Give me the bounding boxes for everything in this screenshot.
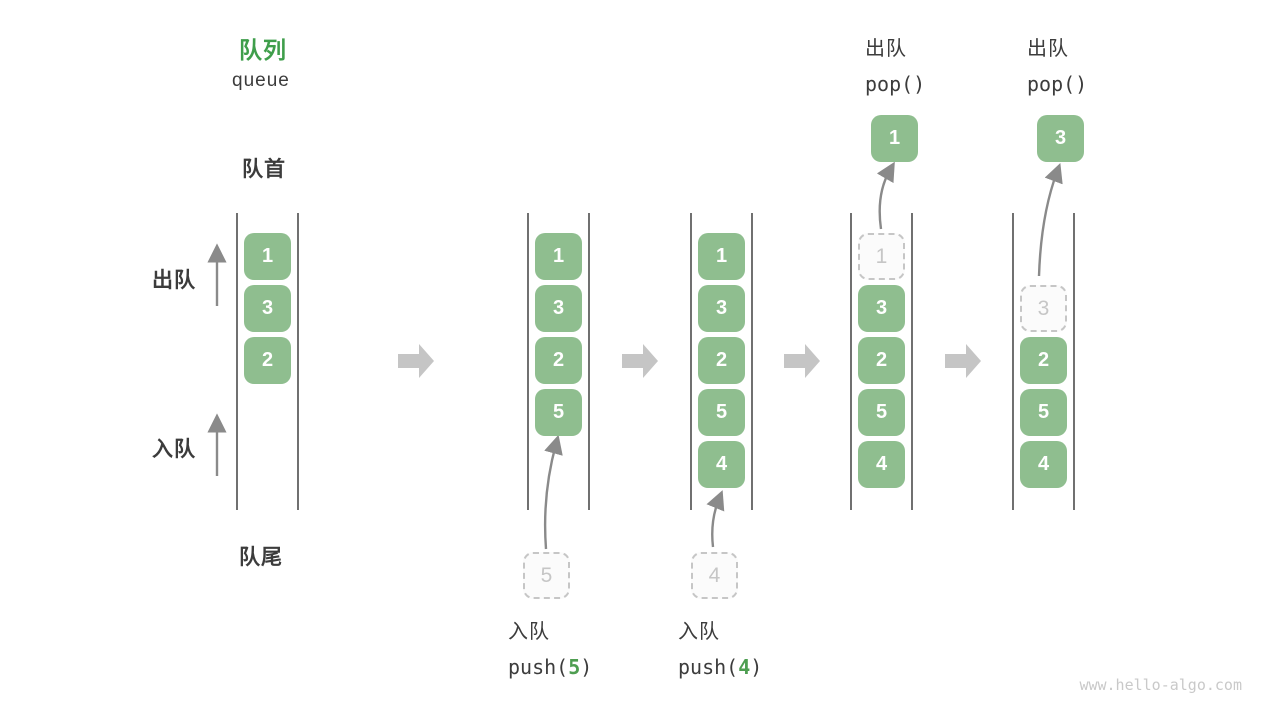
operation-label-4: 出队 pop() [1027, 32, 1087, 96]
page-title: 队列 [239, 37, 287, 63]
right-block-arrow-icon [784, 344, 820, 378]
queue-cell-q1-s0: 1 [244, 233, 291, 280]
right-block-arrow-icon [398, 344, 434, 378]
queue-cell-q4-s4: 4 [858, 441, 905, 488]
queue-cell-q4-s1: 3 [858, 285, 905, 332]
operation-zh-label: 入队 [508, 621, 550, 643]
queue-cell-q4-s2: 2 [858, 337, 905, 384]
label-enqueue-side: 入队 [152, 438, 196, 461]
queue-cell-ghost-insert-q2: 5 [523, 552, 570, 599]
queue-cell-q3-s4: 4 [698, 441, 745, 488]
operation-code-text: pop() [865, 72, 926, 96]
page-subtitle: queue [232, 70, 290, 91]
queue-cell-q1-s1: 3 [244, 285, 291, 332]
queue-cell-q1-s2: 2 [244, 337, 291, 384]
push-5-arrow-icon [543, 434, 563, 550]
operation-code-label: push(5) [508, 655, 592, 679]
operation-label-1: 入队 push(5) [508, 615, 592, 679]
operation-code-text: push( [508, 655, 569, 679]
label-dequeue-side: 出队 [152, 269, 196, 292]
queue-cell-ghost-q4-s0: 1 [858, 233, 905, 280]
queue-cell-q2-s1: 3 [535, 285, 582, 332]
pop-1-arrow-icon [876, 161, 895, 230]
operation-code-label: push(4) [678, 655, 762, 679]
operation-code-label: pop() [865, 72, 925, 96]
queue-cell-q2-s0: 1 [535, 233, 582, 280]
queue-cell-q5-s2: 2 [1020, 337, 1067, 384]
label-queue-front: 队首 [242, 158, 286, 181]
queue-cell-q3-s3: 5 [698, 389, 745, 436]
operation-code-label: pop() [1027, 72, 1087, 96]
queue-cell-q5-s4: 4 [1020, 441, 1067, 488]
push-4-arrow-icon [706, 490, 725, 548]
queue-cell-q4-s3: 5 [858, 389, 905, 436]
operation-label-3: 出队 pop() [865, 32, 925, 96]
queue-cell-q2-s3: 5 [535, 389, 582, 436]
operation-label-2: 入队 push(4) [678, 615, 762, 679]
queue-cell-q2-s2: 2 [535, 337, 582, 384]
queue-cell-q3-s0: 1 [698, 233, 745, 280]
pop-3-arrow-icon [1037, 163, 1063, 277]
operation-zh-label: 入队 [678, 621, 720, 643]
watermark: www.hello-algo.com [1079, 676, 1242, 694]
queue-cell-popped-q5: 3 [1037, 115, 1084, 162]
right-block-arrow-icon [622, 344, 658, 378]
operation-code-text: ) [750, 655, 763, 679]
operation-code-arg: 4 [738, 655, 751, 679]
operation-code-text: push( [678, 655, 739, 679]
label-queue-rear: 队尾 [239, 546, 283, 569]
operation-zh-label: 出队 [1027, 38, 1069, 60]
operation-code-text: ) [580, 655, 593, 679]
right-block-arrow-icon [945, 344, 981, 378]
operation-zh-label: 出队 [865, 38, 907, 60]
queue-cell-q3-s1: 3 [698, 285, 745, 332]
queue-cell-q5-s3: 5 [1020, 389, 1067, 436]
operation-code-text: pop() [1027, 72, 1088, 96]
queue-cell-ghost-q5-s1: 3 [1020, 285, 1067, 332]
queue-cell-ghost-insert-q3: 4 [691, 552, 738, 599]
queue-cell-popped-q4: 1 [871, 115, 918, 162]
queue-cell-q3-s2: 2 [698, 337, 745, 384]
operation-code-arg: 5 [568, 655, 581, 679]
